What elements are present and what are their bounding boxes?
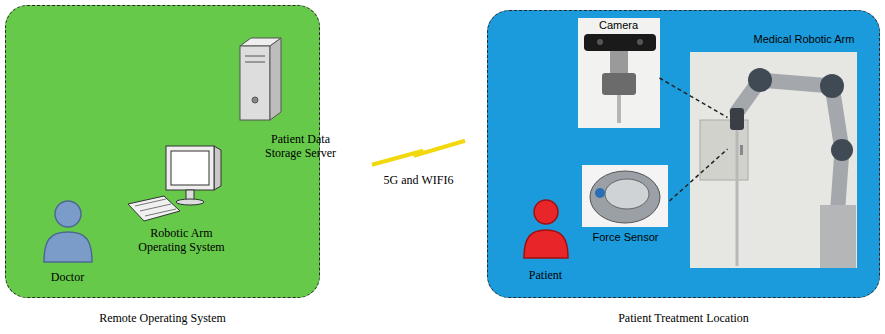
robot-arm-node: Medical Robotic Arm [728,55,856,265]
arm-joint [748,68,772,92]
person-node: Patient [515,268,577,282]
person-head [55,201,81,227]
patient-icon [524,200,568,258]
server-front [240,46,270,120]
region-panel: CameraMedical Robotic ArmForce SensorPat… [487,10,880,298]
server-node: Patient Data Storage Server [255,132,347,161]
monitor-stand [186,190,194,200]
sensor-logo [595,188,605,198]
wall-cabinet [700,120,748,180]
robotic-arm-photo [690,52,857,268]
arm-base [820,205,856,268]
computer-node: Robotic Arm Operating System [130,226,234,255]
server-slot [245,56,265,57]
server-icon [240,38,281,120]
person-head [534,200,558,224]
server-side [270,38,281,120]
keyboard-row [145,209,176,216]
sensor-face [605,179,649,209]
photo-ground [690,52,857,268]
computer-icon [128,146,221,221]
photo-ground [582,165,668,227]
wireless-bolt [372,141,465,165]
link-label: 5G and WIFI6 [382,173,456,188]
camera-node: Camera [578,18,660,128]
person-body [524,230,568,258]
dashed-leader [670,149,728,201]
camera-photo [578,18,660,128]
icon-label: Doctor [38,270,98,284]
photo-label: Camera [578,18,660,32]
keyboard [128,196,180,221]
force-sensor-node: Force Sensor [582,165,670,246]
arm-links [737,80,842,205]
monitor-base [176,199,204,205]
dashed-leader [660,78,728,118]
arm-tool [730,108,744,130]
person-node: Doctor [38,270,98,284]
camera-lens [637,39,643,45]
probe-rod [617,95,621,123]
server-button [252,97,258,103]
region-caption: Remote Operating System [6,311,319,325]
arm-joint [831,139,853,161]
photo-ground [578,18,660,128]
monitor-side [214,146,221,190]
arm-joint [820,74,844,98]
arm-rod [736,130,739,266]
region-panel: Patient Data Storage ServerRobotic Arm O… [5,5,320,298]
icon-label: Robotic Arm Operating System [130,226,234,255]
cabinet-handle [740,145,743,155]
camera-mount [602,73,636,95]
camera-body [584,34,656,51]
icon-label: Patient Data Storage Server [255,132,347,161]
server-slot [245,62,265,63]
monitor-frame [166,146,214,190]
camera-lens [597,39,603,45]
sensor-ring [590,171,660,223]
photo-label: Medical Robotic Arm [754,33,855,46]
person-body [44,232,92,262]
monitor-screen [171,151,209,185]
camera-bracket [610,51,628,73]
photo-label: Force Sensor [582,231,670,244]
keyboard-row [140,204,171,211]
keyboard-row [135,199,166,206]
force-sensor-photo [582,165,668,227]
region-caption: Patient Treatment Location [488,311,879,325]
icon-label: Patient [515,268,577,282]
server-top [240,38,281,46]
doctor-icon [44,201,92,262]
